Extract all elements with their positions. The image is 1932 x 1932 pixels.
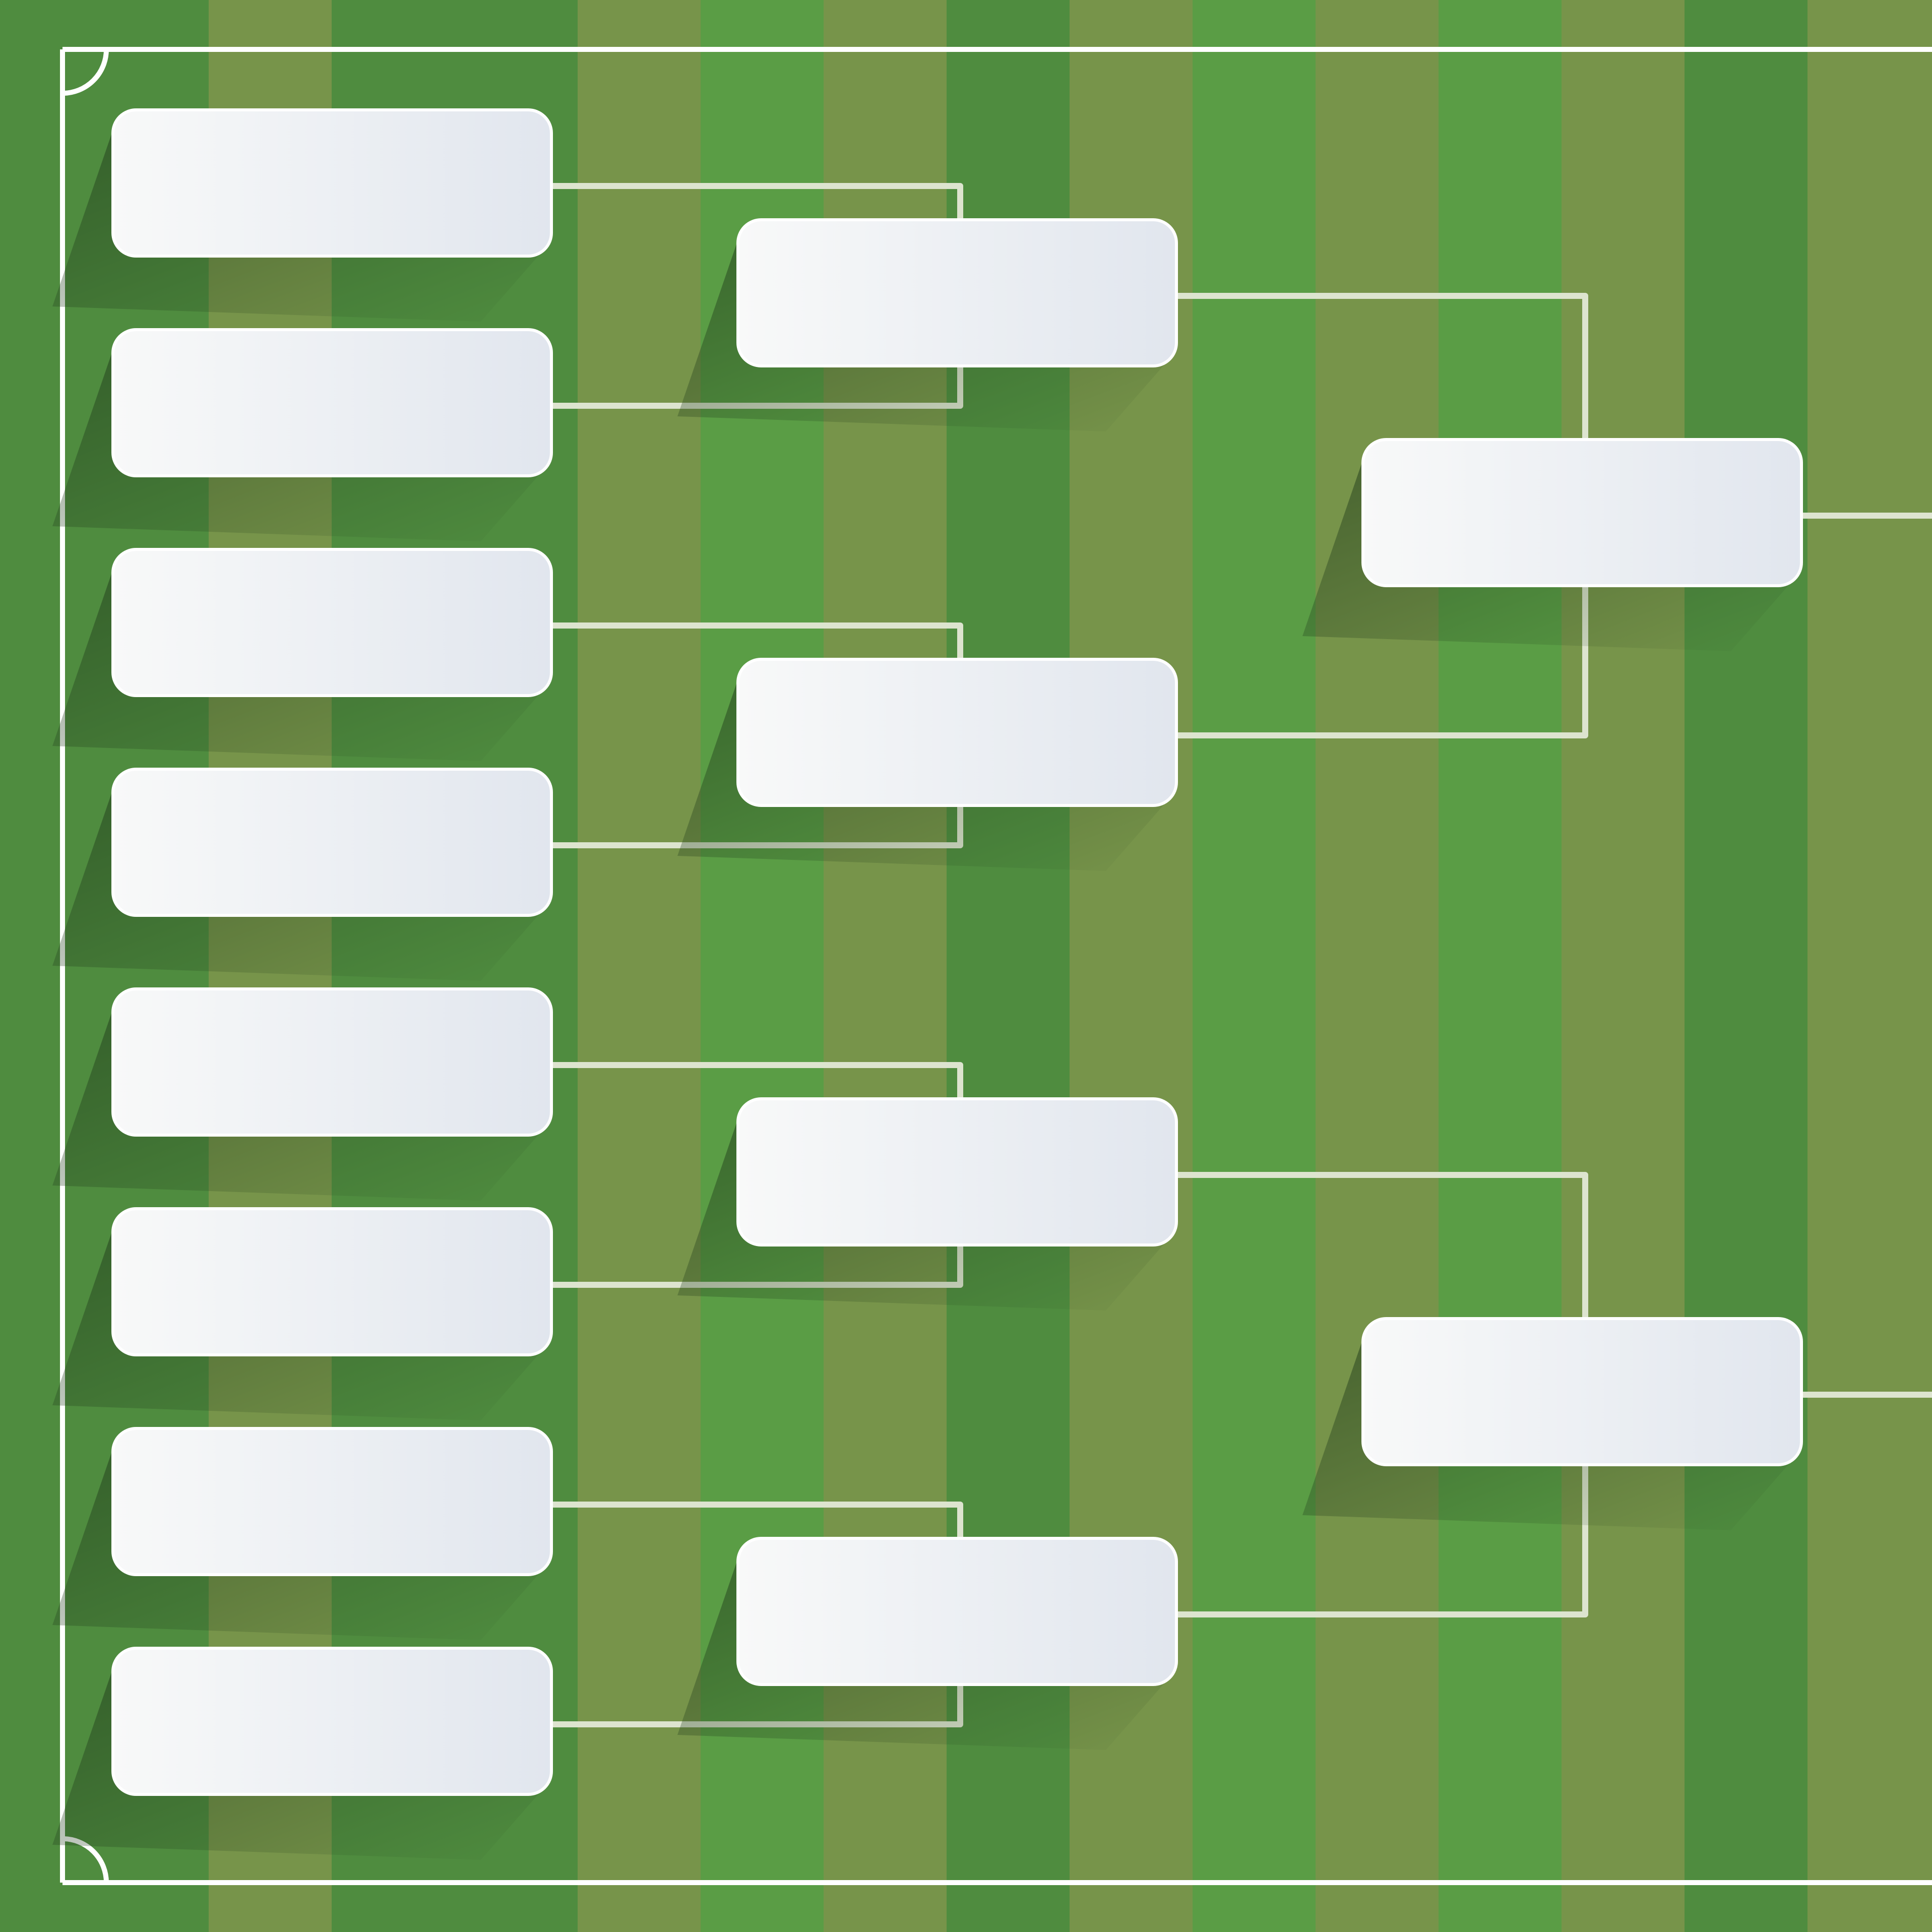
slot-box [1361,438,1803,587]
corner-arc-top [62,49,109,96]
bracket-slot[interactable] [52,548,553,761]
pitch-stripe [1685,0,1808,1932]
slot-box [111,987,553,1137]
slot-box [111,548,553,697]
slot-box [111,1647,553,1796]
pitch-stripe [1193,0,1316,1932]
pitch-stripe [1930,0,1932,1932]
connector-line [551,183,963,220]
pitch-stripe [578,0,701,1932]
slot-box [736,1537,1178,1686]
bracket-slot[interactable] [677,1537,1178,1750]
bracket-slot[interactable] [677,658,1178,871]
slot-box [1361,1317,1803,1466]
bracket-slot[interactable] [52,1427,553,1640]
pitch-stripe [1808,0,1931,1932]
slot-box [736,1097,1178,1247]
pitch-stripe [1439,0,1562,1932]
pitch-stripe [1316,0,1439,1932]
connector-line [1176,1172,1588,1319]
bracket-slot[interactable] [52,328,553,541]
bracket-slot[interactable] [52,987,553,1201]
bracket-slots [52,108,1803,1860]
bracket-slot[interactable] [677,218,1178,431]
connector-line [551,1062,963,1099]
slot-box [736,658,1178,807]
slot-box [111,768,553,917]
bracket-slot[interactable] [52,1647,553,1860]
slot-box [111,1207,553,1356]
pitch-stripe [1562,0,1685,1932]
bracket-slot[interactable] [1302,438,1803,651]
slot-box [736,218,1178,367]
bracket-slot[interactable] [52,768,553,981]
connector-line [551,1502,963,1538]
bracket-slot[interactable] [1302,1317,1803,1530]
slot-box [111,1427,553,1576]
slot-box [111,328,553,477]
bracket-slot[interactable] [677,1097,1178,1311]
bracket-slot[interactable] [52,108,553,322]
connector-line [1176,293,1588,440]
bracket-slot[interactable] [52,1207,553,1420]
slot-box [111,108,553,258]
connector-line [551,622,963,659]
